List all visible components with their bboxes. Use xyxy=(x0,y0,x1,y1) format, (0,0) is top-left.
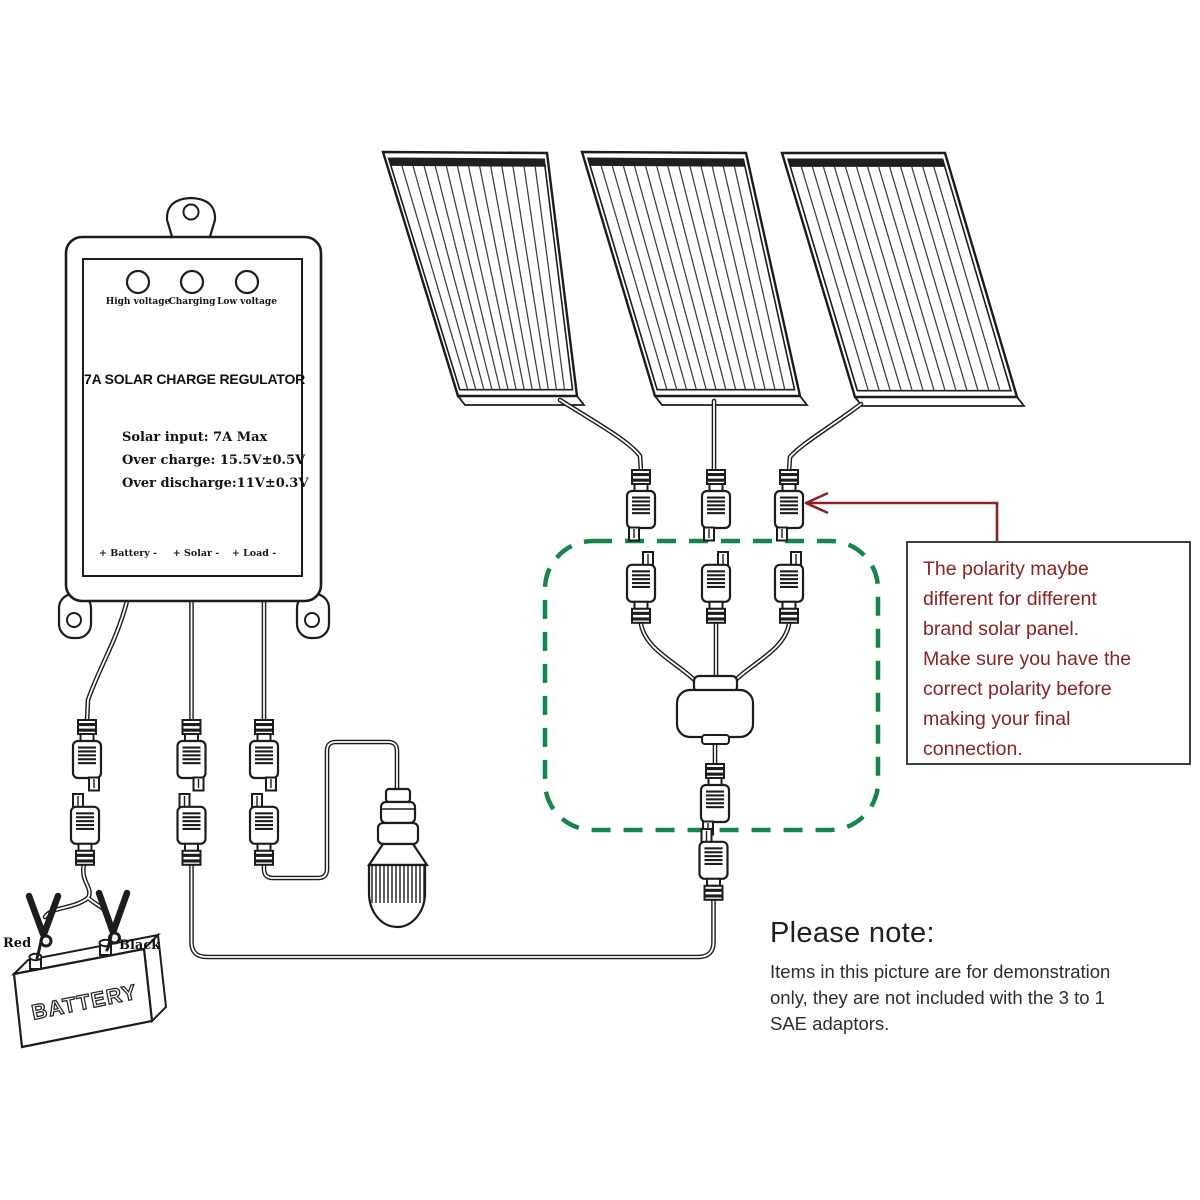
led-high-voltage xyxy=(125,269,151,295)
regulator-face xyxy=(82,258,303,577)
black-clip xyxy=(95,889,131,952)
terminal-load: + Load - xyxy=(231,548,277,559)
polarity-line: different for different xyxy=(923,588,1097,610)
red-clip xyxy=(25,892,62,960)
solar-panel-2 xyxy=(580,150,809,406)
sae-connector xyxy=(176,793,207,866)
sae-connector xyxy=(700,469,732,542)
panel-top-bar xyxy=(788,159,945,167)
sae-connector xyxy=(248,793,280,866)
light-bulb xyxy=(366,787,430,929)
regulator-title: 7A SOLAR CHARGE REGULATOR xyxy=(84,371,306,387)
sae-connector xyxy=(176,719,207,792)
please-note-line: only, they are not included with the 3 t… xyxy=(770,987,1105,1008)
sae-connectors xyxy=(69,469,805,901)
please-note-body: Items in this picture are for demonstrat… xyxy=(770,959,1110,1037)
please-note-title: Please note: xyxy=(770,917,935,949)
bulb-fins xyxy=(371,866,425,903)
solar-panels xyxy=(381,150,1026,407)
polarity-arrow xyxy=(804,492,999,545)
sae-connector xyxy=(71,719,103,792)
spec-over-charge: Over charge: 15.5V±0.5V xyxy=(122,453,306,468)
led-label-low-voltage: Low voltage xyxy=(217,297,277,307)
sae-connector xyxy=(700,551,732,624)
led-label-high-voltage: High voltage xyxy=(105,297,171,307)
polarity-line: The polarity maybe xyxy=(923,558,1089,580)
battery-clips xyxy=(25,889,131,960)
polarity-note-box: The polarity maybe different for differe… xyxy=(906,541,1191,765)
panel-top-bar xyxy=(388,158,547,167)
regulator-case xyxy=(64,235,323,603)
sae-connector xyxy=(248,719,280,792)
polarity-line: brand solar panel. xyxy=(923,618,1080,640)
sae-connector xyxy=(69,793,101,866)
polarity-line: making your final xyxy=(923,708,1071,730)
polarity-line: connection. xyxy=(923,738,1023,760)
battery-illustration: BATTERY xyxy=(10,932,168,1049)
sae-connector xyxy=(773,469,805,542)
sae-connector xyxy=(773,551,805,624)
sae-connector xyxy=(625,551,657,624)
wiring-core xyxy=(44,399,862,958)
spec-solar-input: Solar input: 7A Max xyxy=(122,430,268,445)
panel-top-bar xyxy=(587,158,746,167)
solar-panel-1 xyxy=(381,150,586,406)
black-clip-label: Black xyxy=(119,938,161,953)
please-note-line: Items in this picture are for demonstrat… xyxy=(770,961,1111,982)
sae-connector xyxy=(698,828,729,901)
polarity-line: Make sure you have the xyxy=(923,648,1132,670)
charge-regulator xyxy=(57,196,331,640)
sae-connector xyxy=(625,469,657,542)
please-note: Please note: Items in this picture are f… xyxy=(770,917,1110,1037)
sae-connector xyxy=(699,763,731,836)
please-note-line: SAE adaptors. xyxy=(770,1013,890,1034)
led-charging xyxy=(179,269,205,295)
led-low-voltage xyxy=(234,269,260,295)
polarity-line: correct polarity before xyxy=(923,678,1112,700)
terminal-solar: + Solar - xyxy=(172,548,220,559)
led-label-charging: Charging xyxy=(168,297,216,307)
spec-over-discharge: Over discharge:11V±0.3V xyxy=(122,476,309,491)
solar-panel-3 xyxy=(780,151,1026,407)
three-to-one-adaptor xyxy=(675,674,755,745)
terminal-battery: + Battery - xyxy=(98,548,158,559)
regulator-specs: Solar input: 7A Max Over charge: 15.5V±0… xyxy=(122,426,308,495)
red-clip-label: Red xyxy=(3,936,32,951)
